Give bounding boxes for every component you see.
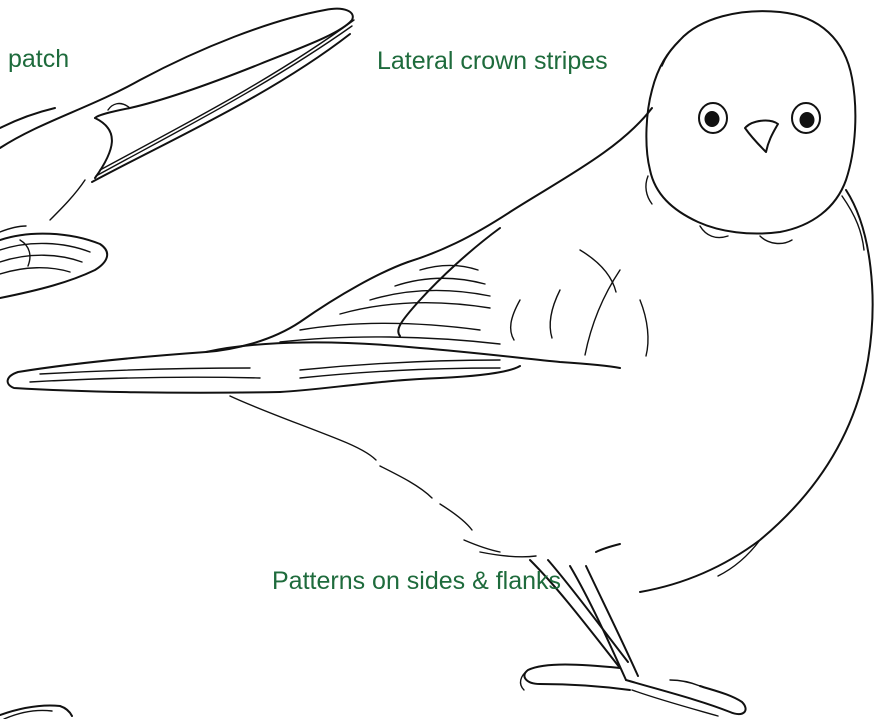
left-bird-feathers <box>0 226 107 298</box>
left-eye <box>699 103 727 133</box>
bottom-left-fragment <box>0 705 72 719</box>
left-bird-wing <box>0 9 354 220</box>
right-eye <box>792 103 820 133</box>
label-patch: patch <box>8 44 69 74</box>
label-patterns-sides-flanks: Patterns on sides & flanks <box>272 566 561 596</box>
main-bird <box>8 11 873 716</box>
beak <box>745 121 778 152</box>
label-lateral-crown-stripes: Lateral crown stripes <box>377 46 608 76</box>
